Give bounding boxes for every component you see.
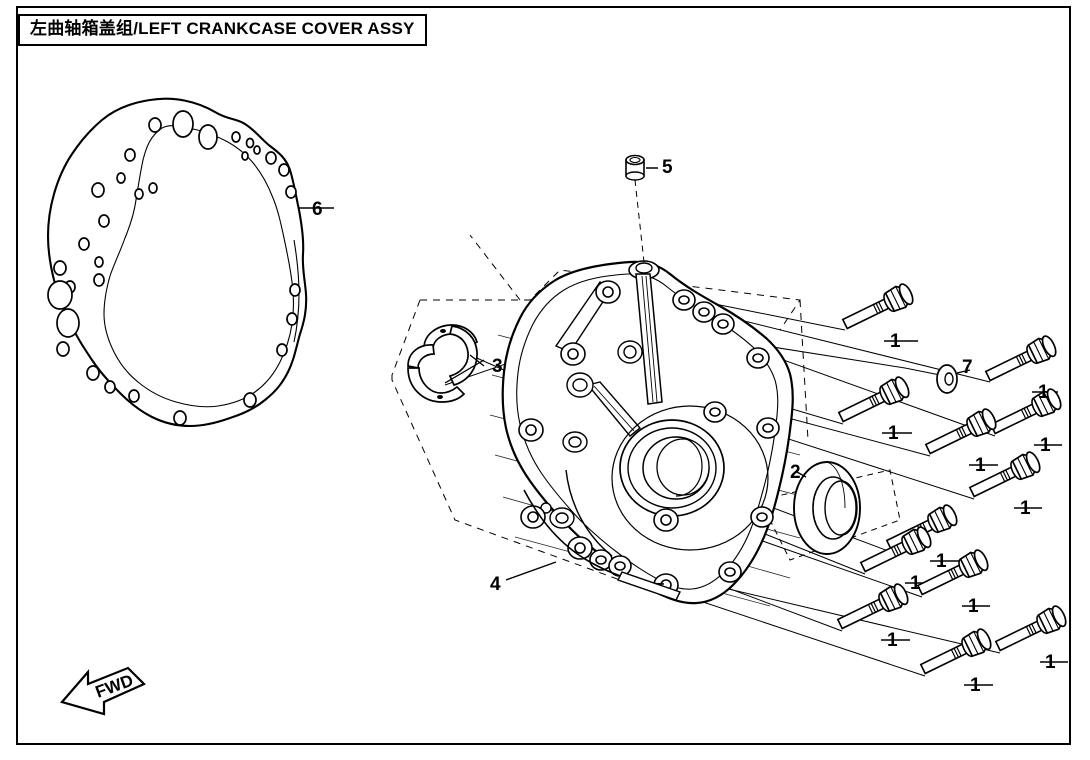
part-label-7: 7: [962, 357, 973, 378]
sheet-border: [16, 6, 1071, 745]
part-label-6: 6: [312, 199, 323, 220]
part-dowel-pin-5: [625, 154, 658, 263]
part-label-3: 3: [492, 356, 503, 377]
bolt-group-1: [834, 280, 1070, 686]
part-label-2: 2: [790, 462, 801, 483]
bolt-label-1: 1: [1040, 435, 1051, 456]
bolt-label-1: 1: [975, 455, 986, 476]
page-title: 左曲轴箱盖组/LEFT CRANKCASE COVER ASSY: [30, 19, 415, 38]
bolt-label-1: 1: [1020, 498, 1031, 519]
bolt-label-1: 1: [970, 675, 981, 696]
part-washer-7: [936, 364, 971, 394]
bolt-label-1: 1: [887, 630, 898, 651]
part-oil-seal-2: [793, 461, 861, 555]
leader-line-4: [505, 561, 557, 581]
bolt-label-1: 1: [1045, 652, 1056, 673]
diagram-title-box: 左曲轴箱盖组/LEFT CRANKCASE COVER ASSY: [18, 14, 427, 46]
part-left-crankcase-cover-4: [489, 260, 806, 607]
part-bearing-shells-3: [407, 324, 485, 403]
bolt-label-1: 1: [890, 331, 901, 352]
part-label-5: 5: [662, 157, 673, 178]
bolt-label-1: 1: [910, 573, 921, 594]
part-gasket-6: [46, 97, 334, 428]
fwd-direction-marker: FWD: [60, 666, 146, 716]
part-label-4: 4: [490, 574, 501, 595]
bolt-label-1: 1: [888, 423, 899, 444]
bolt-label-1: 1: [1038, 382, 1049, 403]
bolt-label-1: 1: [968, 596, 979, 617]
bolt-label-1: 1: [936, 551, 947, 572]
